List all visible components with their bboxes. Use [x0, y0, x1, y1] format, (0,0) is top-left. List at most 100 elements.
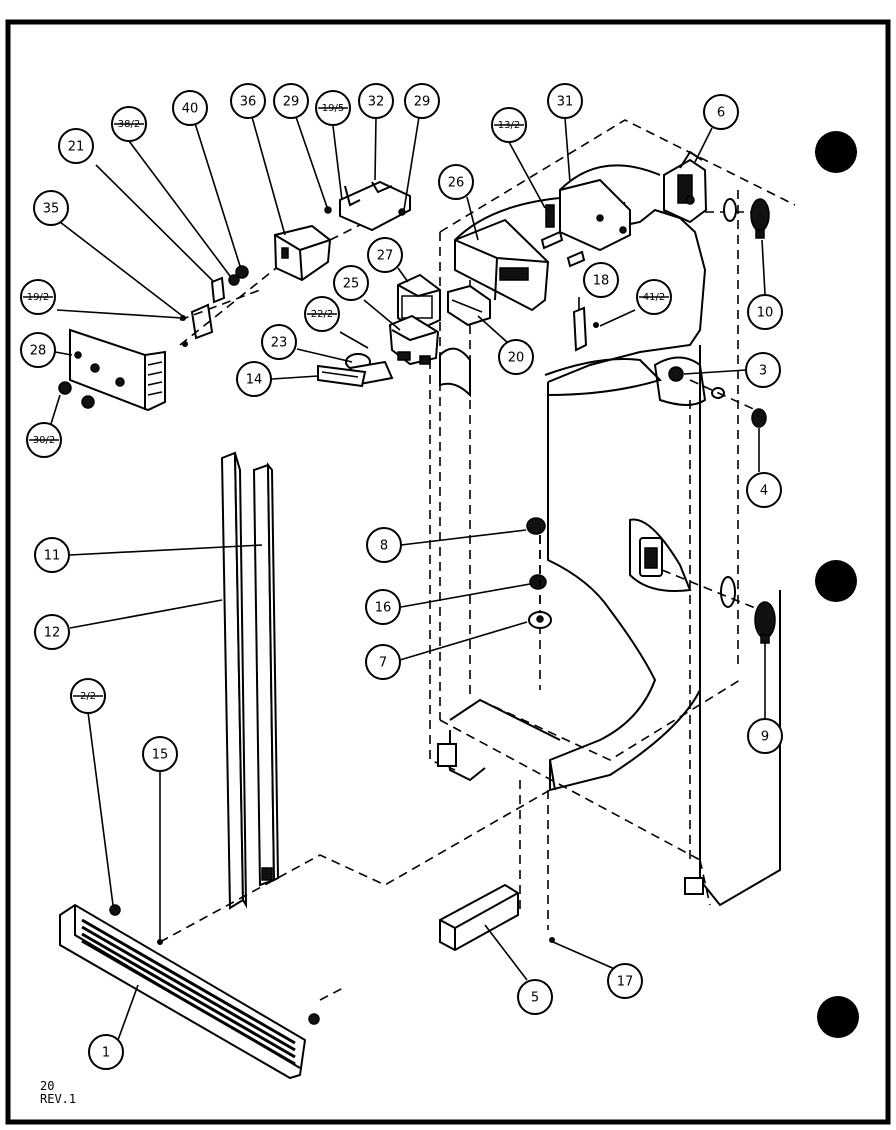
callout-26: 26	[438, 164, 474, 200]
callout-30-2: 30/2	[26, 422, 62, 458]
punch-hole-middle	[815, 560, 857, 602]
callout-label: 15	[152, 748, 169, 763]
callout-label: 32	[368, 95, 385, 110]
light-assembly-6	[663, 150, 737, 224]
callout-label: 18	[593, 274, 610, 289]
duct-26	[454, 197, 561, 312]
valve-parts-8-16-7	[526, 517, 552, 629]
callout-label: 19/5	[322, 103, 344, 114]
callout-22-2: 22/2	[304, 296, 340, 332]
callout-14: 14	[236, 361, 272, 397]
callout-16: 16	[365, 589, 401, 625]
callout-28: 28	[20, 332, 56, 368]
callout-41-2: 41/2	[636, 279, 672, 315]
callout-13-2: 13/2	[491, 107, 527, 143]
mullion-strips	[220, 451, 280, 910]
callout-23: 23	[261, 324, 297, 360]
callout-label: 21	[68, 140, 85, 155]
callout-label: 16	[375, 601, 392, 616]
cabinet-liner	[437, 208, 781, 907]
callout-38-2: 38/2	[111, 106, 147, 142]
callout-17: 17	[607, 963, 643, 999]
page-border	[5, 19, 891, 1125]
callout-27: 27	[367, 237, 403, 273]
callout-label: 31	[557, 95, 574, 110]
small-parts-13	[540, 230, 586, 268]
callout-label: 6	[717, 106, 725, 121]
parts-38-40	[228, 265, 249, 286]
callout-label: 30/2	[33, 435, 55, 446]
callout-label: 13/2	[498, 120, 520, 131]
callout-29-left: 29	[273, 83, 309, 119]
revision-label: REV.1	[40, 1092, 76, 1106]
punch-hole-bottom	[817, 996, 859, 1038]
callout-12: 12	[34, 614, 70, 650]
callout-2-2: 2/2	[70, 678, 106, 714]
lamp-10	[750, 198, 770, 239]
callout-6: 6	[703, 94, 739, 130]
callout-21: 21	[58, 128, 94, 164]
callout-label: 11	[44, 549, 61, 564]
callout-label: 5	[531, 991, 539, 1006]
callout-40: 40	[172, 90, 208, 126]
callout-label: 7	[379, 656, 387, 671]
light-assembly-lower	[639, 537, 761, 611]
callout-label: 8	[380, 539, 388, 554]
window-14	[317, 364, 367, 388]
control-panel-28	[69, 328, 166, 412]
callout-31: 31	[547, 83, 583, 119]
callout-label: 1	[102, 1046, 110, 1061]
callout-10: 10	[747, 294, 783, 330]
callout-11: 11	[34, 537, 70, 573]
lamp-9	[754, 601, 776, 644]
callout-19-5: 19/5	[315, 90, 351, 126]
bulb-4	[751, 408, 767, 428]
callout-9: 9	[747, 718, 783, 754]
callout-label: 12	[44, 626, 61, 641]
callout-18: 18	[583, 262, 619, 298]
socket-3	[668, 366, 761, 413]
callout-19-2: 19/2	[20, 279, 56, 315]
callout-label: 27	[377, 249, 394, 264]
callout-label: 26	[448, 176, 465, 191]
callout-5: 5	[517, 979, 553, 1015]
callout-label: 10	[757, 306, 774, 321]
callout-4: 4	[746, 472, 782, 508]
callout-label: 3	[759, 364, 767, 379]
gasket-20	[447, 284, 491, 327]
bracket-35	[179, 264, 281, 347]
callout-25: 25	[333, 265, 369, 301]
callout-label: 17	[617, 975, 634, 990]
callout-label: 4	[760, 484, 768, 499]
callout-label: 29	[283, 95, 300, 110]
callout-label: 22/2	[311, 309, 333, 320]
leader-lines	[45, 116, 766, 1041]
seal-27	[397, 273, 441, 332]
callout-3: 3	[745, 352, 781, 388]
callout-29-right: 29	[404, 83, 440, 119]
punch-hole-top	[815, 131, 857, 173]
callout-label: 25	[343, 277, 360, 292]
callout-7: 7	[365, 644, 401, 680]
bracket-32	[324, 180, 411, 241]
callout-1: 1	[88, 1034, 124, 1070]
callout-label: 35	[43, 202, 60, 217]
callout-label: 38/2	[118, 119, 140, 130]
callout-label: 40	[182, 102, 199, 117]
housing-36	[273, 224, 332, 282]
damper-31	[545, 164, 661, 252]
callout-20: 20	[498, 339, 534, 375]
callout-label: 2/2	[80, 691, 96, 702]
toe-grille	[59, 789, 555, 1080]
callout-label: 9	[761, 730, 769, 745]
callout-8: 8	[366, 527, 402, 563]
callout-label: 28	[30, 344, 47, 359]
callout-label: 14	[246, 373, 263, 388]
callout-label: 41/2	[643, 292, 665, 303]
callout-label: 36	[240, 95, 257, 110]
callout-label: 23	[271, 336, 288, 351]
cover-25	[388, 314, 440, 366]
callout-15: 15	[142, 736, 178, 772]
switch-21	[210, 276, 226, 304]
